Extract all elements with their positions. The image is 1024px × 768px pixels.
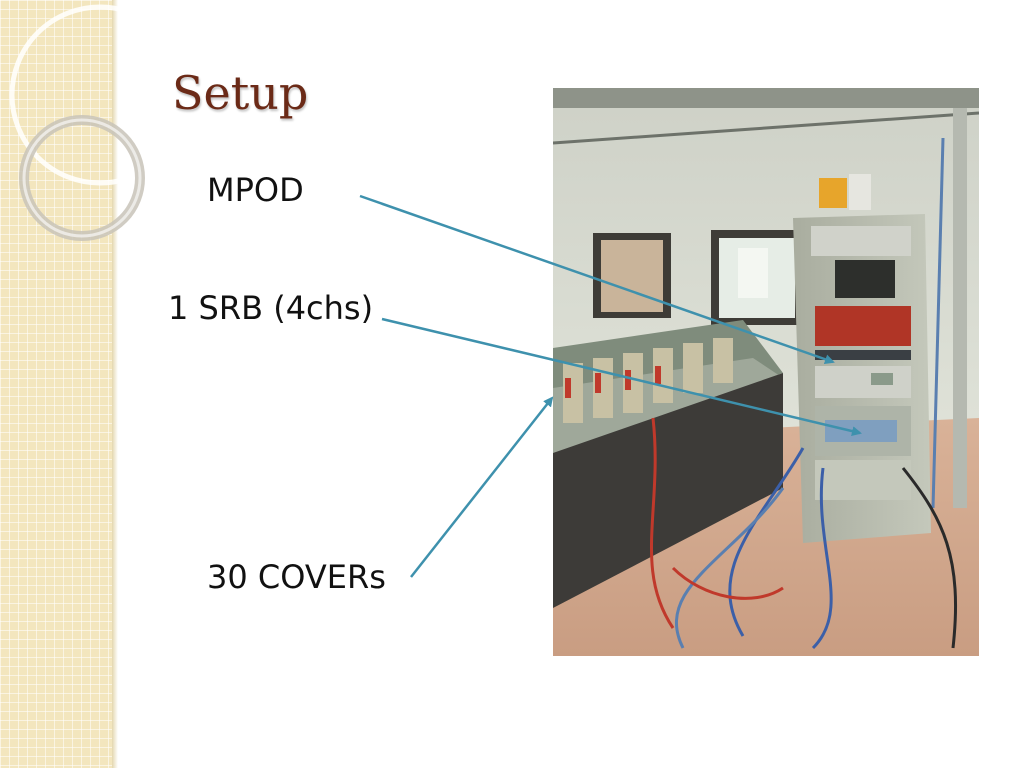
side-band-edge [112, 0, 118, 768]
mpod-arrow [359, 194, 835, 365]
covers-arrow [410, 396, 554, 578]
decorative-rings [9, 4, 191, 241]
srb-label: 1 SRB (4chs) [168, 289, 374, 327]
slide-title: Setup [172, 66, 309, 120]
lab-setup-photo [553, 88, 979, 656]
covers-label: 30 COVERs [207, 558, 386, 596]
srb-arrow [381, 317, 862, 437]
mpod-label: MPOD [207, 171, 304, 209]
